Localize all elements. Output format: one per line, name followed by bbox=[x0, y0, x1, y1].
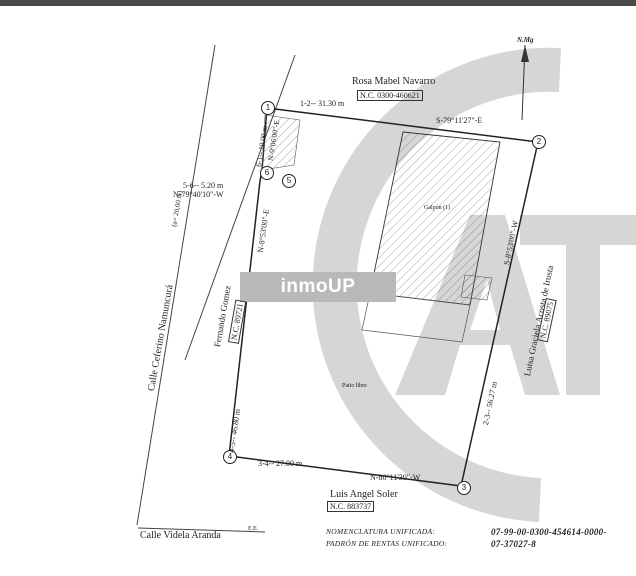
corner-1: 1 bbox=[261, 101, 275, 115]
cadastral-footer: NOMENCLATURA UNIFICADA: 07-99-00-0300-45… bbox=[326, 527, 607, 551]
side-3-4-bearing: N-80°11'30"-W bbox=[370, 473, 421, 482]
corner-6: 6 bbox=[260, 166, 274, 180]
neighbor-south-name: Luis Angel Soler bbox=[330, 489, 398, 500]
corner-3: 3 bbox=[457, 481, 471, 495]
side-1-2-length: 1-2-- 31.30 m bbox=[300, 99, 345, 108]
padron-value: 07-37027-8 bbox=[491, 539, 536, 549]
north-label: N.Mg bbox=[517, 36, 534, 44]
neighbor-north-nc: N.C. 0300-460621 bbox=[357, 90, 423, 101]
nomenclatura-row: NOMENCLATURA UNIFICADA: 07-99-00-0300-45… bbox=[326, 527, 607, 539]
side-1-2-bearing: S-79°11'27"-E bbox=[436, 116, 483, 125]
yard-label: Patio libre bbox=[342, 383, 367, 389]
inmoup-logo: inmoUP bbox=[240, 272, 396, 302]
corner-2: 2 bbox=[532, 135, 546, 149]
nomenclatura-value: 07-99-00-0300-454614-0000- bbox=[491, 527, 607, 537]
nomenclatura-label: NOMENCLATURA UNIFICADA: bbox=[326, 527, 436, 536]
padron-row: PADRÓN DE RENTAS UNIFICADO: 07-37027-8 bbox=[326, 539, 607, 551]
building-label: Galpón (1) bbox=[424, 205, 451, 211]
padron-label: PADRÓN DE RENTAS UNIFICADO: bbox=[326, 539, 448, 548]
side-3-4-length: 3-4-- 27.00 m bbox=[258, 459, 303, 468]
corner-4: 4 bbox=[223, 450, 237, 464]
side-5-6-length: 5-6-- 5.20 m bbox=[183, 181, 224, 190]
side-5-6-bearing: N-79°40'10"-W bbox=[173, 190, 224, 199]
street-south-tag: E.E. bbox=[248, 526, 259, 532]
corner-5: 5 bbox=[282, 174, 296, 188]
neighbor-south-nc: N.C. 883737 bbox=[327, 501, 375, 512]
logo-text: inmoUP bbox=[280, 276, 356, 297]
top-edge-strip bbox=[0, 0, 636, 6]
street-south-name: Calle Videla Aranda bbox=[140, 530, 221, 541]
neighbor-north-name: Rosa Mabel Navarro bbox=[352, 76, 436, 87]
